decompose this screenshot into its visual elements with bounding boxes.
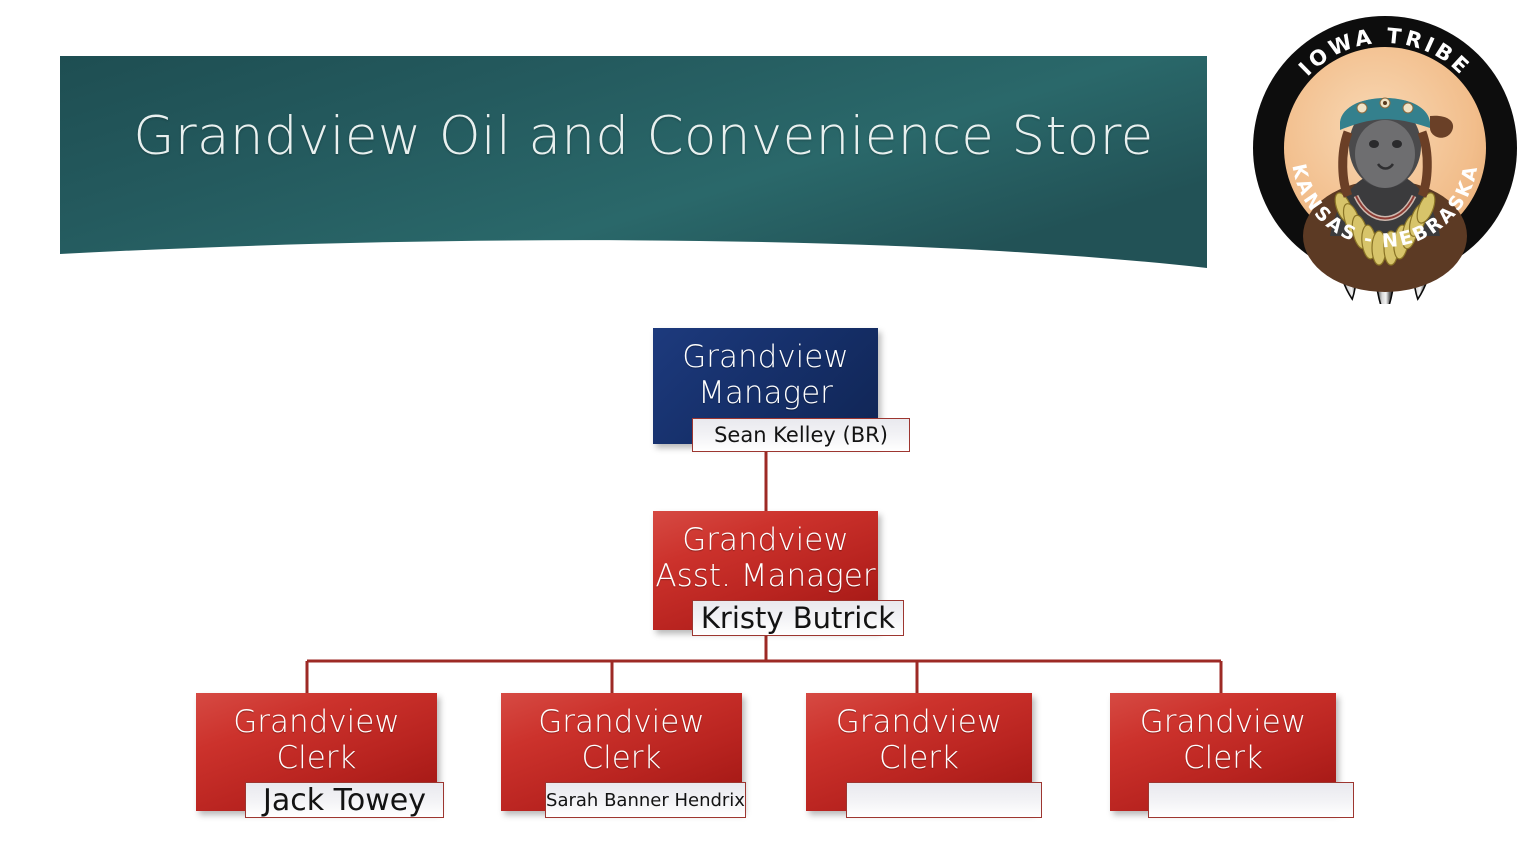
title-banner: Grandview Oil and Convenience Store [60, 56, 1207, 272]
page-title: Grandview Oil and Convenience Store [133, 105, 1154, 167]
seal-portrait [1303, 97, 1467, 292]
role-line-1: Grandview [682, 339, 849, 375]
person-name: Jack Towey [263, 782, 426, 818]
org-nameplate-manager[interactable]: Sean Kelley (BR) [692, 418, 910, 452]
org-node-clerk-2[interactable]: Grandview Clerk [501, 693, 742, 811]
role-line-1: Grandview [682, 522, 849, 558]
role-line-2: Clerk [1182, 739, 1263, 776]
org-node-clerk-2-role: Grandview Clerk [538, 704, 705, 777]
role-line-1: Grandview [1139, 704, 1307, 740]
role-line-1: Grandview [538, 704, 705, 740]
org-nameplate-clerk-4[interactable] [1148, 782, 1354, 818]
org-node-clerk-3-role: Grandview Clerk [835, 704, 1003, 777]
person-name: Kristy Butrick [700, 601, 896, 635]
seal-icon: IOWA TRIBE KANSAS - NEBRASKA [1253, 16, 1517, 304]
org-node-clerk-4-role: Grandview Clerk [1139, 704, 1307, 777]
org-nameplate-clerk-2[interactable]: Sarah Banner Hendrix [545, 782, 746, 818]
role-line-1: Grandview [233, 704, 400, 740]
role-line-1: Grandview [835, 704, 1003, 740]
role-line-2: Manager [698, 374, 833, 411]
banner-shape [60, 56, 1207, 268]
org-node-manager-role: Grandview Manager [682, 339, 849, 412]
org-node-asst-manager[interactable]: Grandview Asst. Manager [653, 511, 878, 630]
org-node-clerk-1-role: Grandview Clerk [233, 704, 400, 777]
person-name: Sarah Banner Hendrix [546, 789, 745, 811]
role-line-2: Clerk [581, 739, 662, 776]
org-node-asst-manager-role: Grandview Asst. Manager [655, 522, 876, 595]
org-nameplate-clerk-1[interactable]: Jack Towey [245, 782, 444, 818]
role-line-2: Asst. Manager [655, 557, 876, 594]
iowa-tribe-seal-logo: IOWA TRIBE KANSAS - NEBRASKA [1244, 4, 1526, 304]
role-line-2: Clerk [276, 739, 357, 776]
org-nameplate-clerk-3[interactable] [846, 782, 1042, 818]
org-nameplate-asst-manager[interactable]: Kristy Butrick [692, 600, 904, 636]
person-name: Sean Kelley (BR) [714, 423, 888, 447]
role-line-2: Clerk [878, 739, 959, 776]
